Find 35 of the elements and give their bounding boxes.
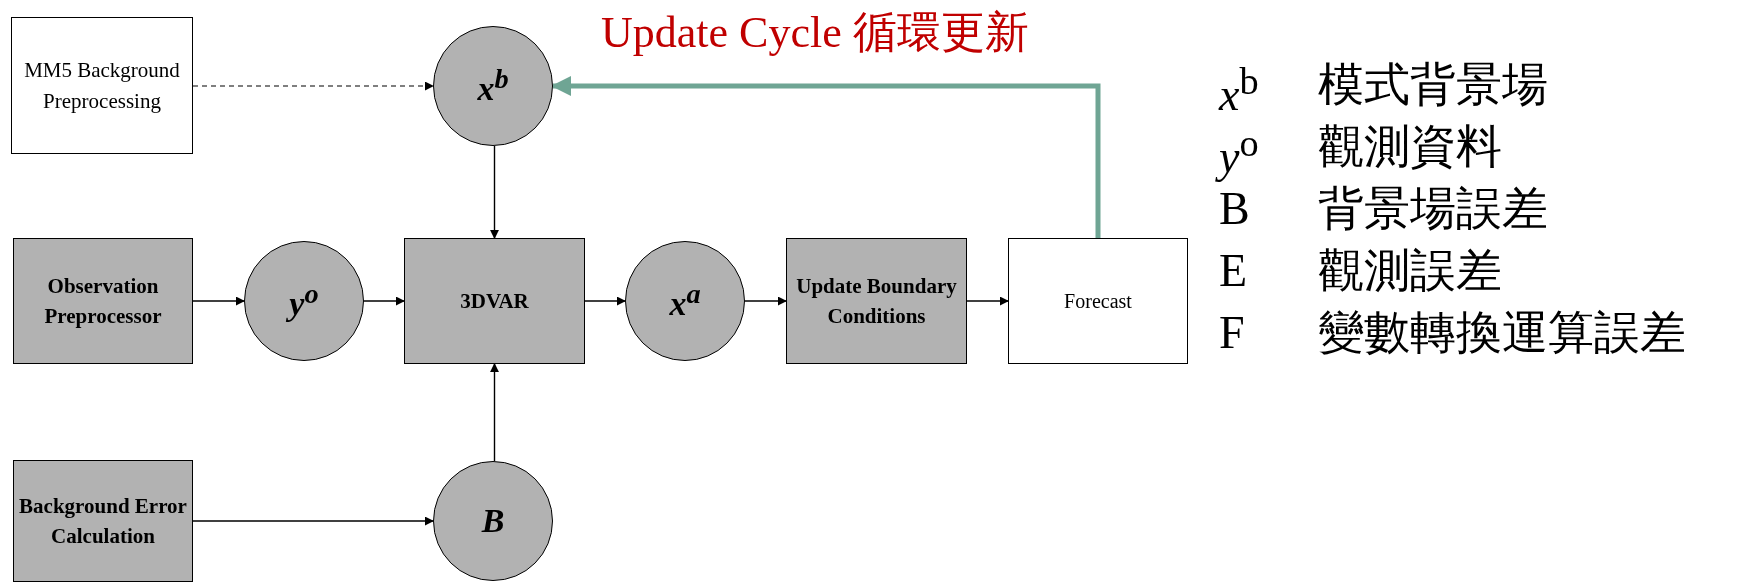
process-label: Observation Preprocessor (43, 272, 163, 330)
process-label: Update Boundary Conditions (795, 272, 958, 330)
legend-symbol: x$^{b}$ (1219, 62, 1259, 119)
arrow (192, 296, 245, 306)
process-box (13, 238, 193, 364)
arrow (490, 363, 499, 462)
legend-description: 觀測誤差 (1318, 248, 1502, 294)
edge-label: Update Cycle 循環更新 (601, 11, 1029, 55)
process-box (13, 460, 193, 582)
arrow (192, 81, 434, 91)
arrow (744, 296, 787, 306)
legend-symbol: F (1219, 310, 1245, 356)
process-label: 3DVAR (460, 287, 529, 315)
legend-symbol: E (1219, 248, 1248, 294)
variable-symbol: x$^{a}$ (669, 277, 701, 325)
process-box (11, 17, 193, 154)
process-label: Forecast (1064, 288, 1132, 314)
legend-description: 背景場誤差 (1318, 186, 1548, 232)
process-box (404, 238, 585, 364)
variable-symbol: x$^{b}$ (477, 62, 509, 110)
legend-description: 變數轉換運算誤差 (1318, 310, 1686, 356)
legend-description: 模式背景場 (1318, 62, 1548, 108)
arrow (490, 145, 499, 239)
arrow (363, 296, 405, 306)
arrow (551, 76, 1101, 238)
legend-description: 觀測資料 (1318, 124, 1502, 170)
process-label: Background Error Calculation (18, 492, 188, 550)
legend-symbol: B (1219, 186, 1250, 232)
arrow (192, 516, 434, 526)
process-box (786, 238, 967, 364)
variable-symbol: B (481, 501, 505, 542)
process-label: MM5 Background Preprocessing (23, 57, 181, 115)
process-box (1008, 238, 1188, 364)
arrow (584, 296, 626, 306)
arrow (966, 296, 1009, 306)
